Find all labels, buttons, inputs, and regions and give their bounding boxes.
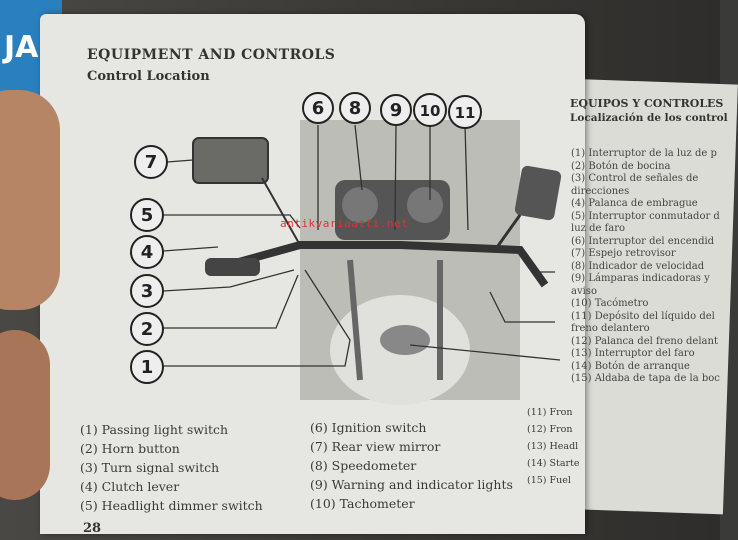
list-item: (13) Interruptor del faro <box>571 348 695 359</box>
thumb <box>0 90 60 310</box>
list-item: (6) Interruptor del encendid <box>571 235 715 247</box>
list-item: (3) Control de señales de <box>571 173 699 184</box>
legend-item: (1) Passing light switch <box>80 422 229 437</box>
right-page-subtitle: Localización de los control <box>570 112 728 124</box>
legend-item: (12) Fron <box>527 424 573 435</box>
legend-item: (14) Starte <box>527 458 580 469</box>
callout-5: 5 <box>130 198 164 232</box>
list-item: (11) Depósito del líquido del <box>571 310 715 322</box>
list-item: (4) Palanca de embrague <box>571 198 698 209</box>
blue-book-text: JA <box>4 30 39 65</box>
legend-item: (4) Clutch lever <box>80 479 180 494</box>
callout-4: 4 <box>130 235 164 269</box>
list-item: (8) Indicador de velocidad <box>571 260 705 272</box>
finger <box>0 330 50 500</box>
svg-text:9: 9 <box>390 100 403 121</box>
legend-item: (11) Fron <box>527 407 573 418</box>
callout-3: 3 <box>130 274 164 308</box>
callout-10: 10 <box>413 93 447 127</box>
list-item: freno delantero <box>571 323 650 334</box>
svg-text:3: 3 <box>141 281 154 302</box>
svg-text:6: 6 <box>312 98 325 119</box>
svg-text:4: 4 <box>141 242 154 263</box>
callout-11: 11 <box>448 95 482 129</box>
list-item: luz de faro <box>571 223 626 234</box>
callout-2: 2 <box>130 312 164 346</box>
right-page-list: (1) Interruptor de la luz de p (2) Botón… <box>571 148 721 386</box>
legend-col-1: (1) Passing light switch (2) Horn button… <box>80 420 263 515</box>
svg-text:11: 11 <box>455 104 476 122</box>
callout-1: 1 <box>130 350 164 384</box>
svg-text:2: 2 <box>141 319 154 340</box>
callout-6: 6 <box>302 92 334 124</box>
legend-item: (7) Rear view mirror <box>310 439 441 454</box>
list-item: (9) Lámparas indicadoras y <box>571 273 710 284</box>
list-item: (10) Tacómetro <box>571 298 649 309</box>
legend-item: (5) Headlight dimmer switch <box>80 498 263 513</box>
page-number: 28 <box>83 521 102 536</box>
legend-item: (10) Tachometer <box>310 496 415 511</box>
svg-text:10: 10 <box>420 102 441 120</box>
legend-item: (6) Ignition switch <box>310 420 427 435</box>
list-item: direcciones <box>571 185 630 197</box>
list-item: aviso <box>571 285 597 297</box>
legend-col-2: (6) Ignition switch (7) Rear view mirror… <box>310 418 513 513</box>
svg-text:1: 1 <box>141 357 154 378</box>
legend-item: (2) Horn button <box>80 441 180 456</box>
section-header: EQUIPMENT AND CONTROLS <box>87 47 336 63</box>
legend-item: (3) Turn signal switch <box>80 460 220 475</box>
watermark: antikvariaatti.net <box>280 217 409 230</box>
mirror-illustration <box>192 137 269 184</box>
list-item: (1) Interruptor de la luz de p <box>571 148 717 159</box>
motorcycle-diagram: 7 5 4 3 2 1 6 8 9 10 11 <box>130 92 562 405</box>
svg-text:7: 7 <box>145 152 158 173</box>
legend-item: (8) Speedometer <box>310 458 417 473</box>
list-item: (15) Aldaba de tapa de la boc <box>571 373 720 384</box>
legend-item: (15) Fuel <box>527 475 571 486</box>
photo <box>205 120 562 405</box>
callout-8: 8 <box>339 92 371 124</box>
section-subheader: Control Location <box>87 69 210 84</box>
list-item: (5) Interruptor conmutador d <box>571 210 720 222</box>
legend-item: (9) Warning and indicator lights <box>310 477 513 492</box>
callout-7: 7 <box>134 145 168 179</box>
legend-item: (13) Headl <box>527 441 579 452</box>
list-item: (2) Botón de bocina <box>571 160 671 172</box>
callout-9: 9 <box>380 94 412 126</box>
svg-text:8: 8 <box>349 98 362 119</box>
list-item: (7) Espejo retrovisor <box>571 248 676 259</box>
legend-col-3: (11) Fron (12) Fron (13) Headl (14) Star… <box>527 404 580 489</box>
list-item: (14) Botón de arranque <box>571 360 690 372</box>
right-page-title: EQUIPOS Y CONTROLES <box>570 97 724 110</box>
list-item: (12) Palanca del freno delant <box>571 335 718 347</box>
svg-text:5: 5 <box>141 205 154 226</box>
